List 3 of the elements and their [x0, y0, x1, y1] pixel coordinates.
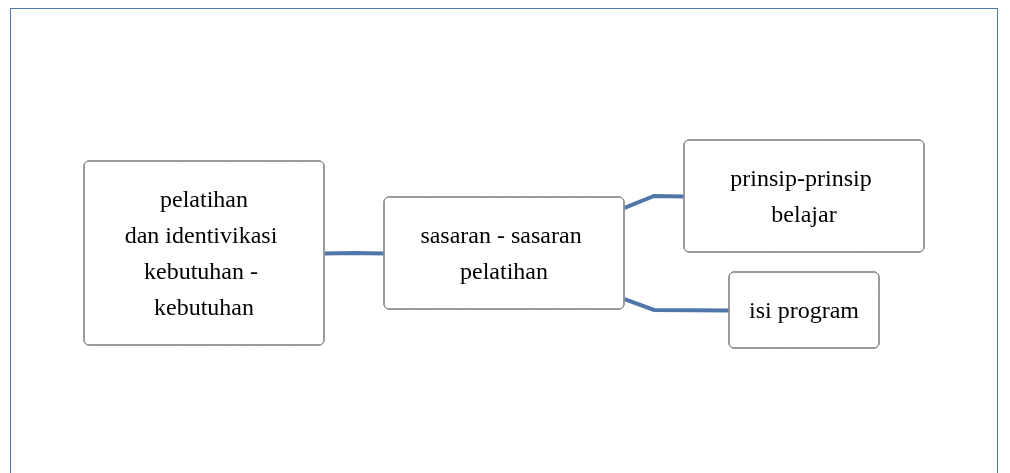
connector — [324, 250, 385, 255]
connector — [623, 296, 730, 312]
connector — [623, 193, 685, 210]
